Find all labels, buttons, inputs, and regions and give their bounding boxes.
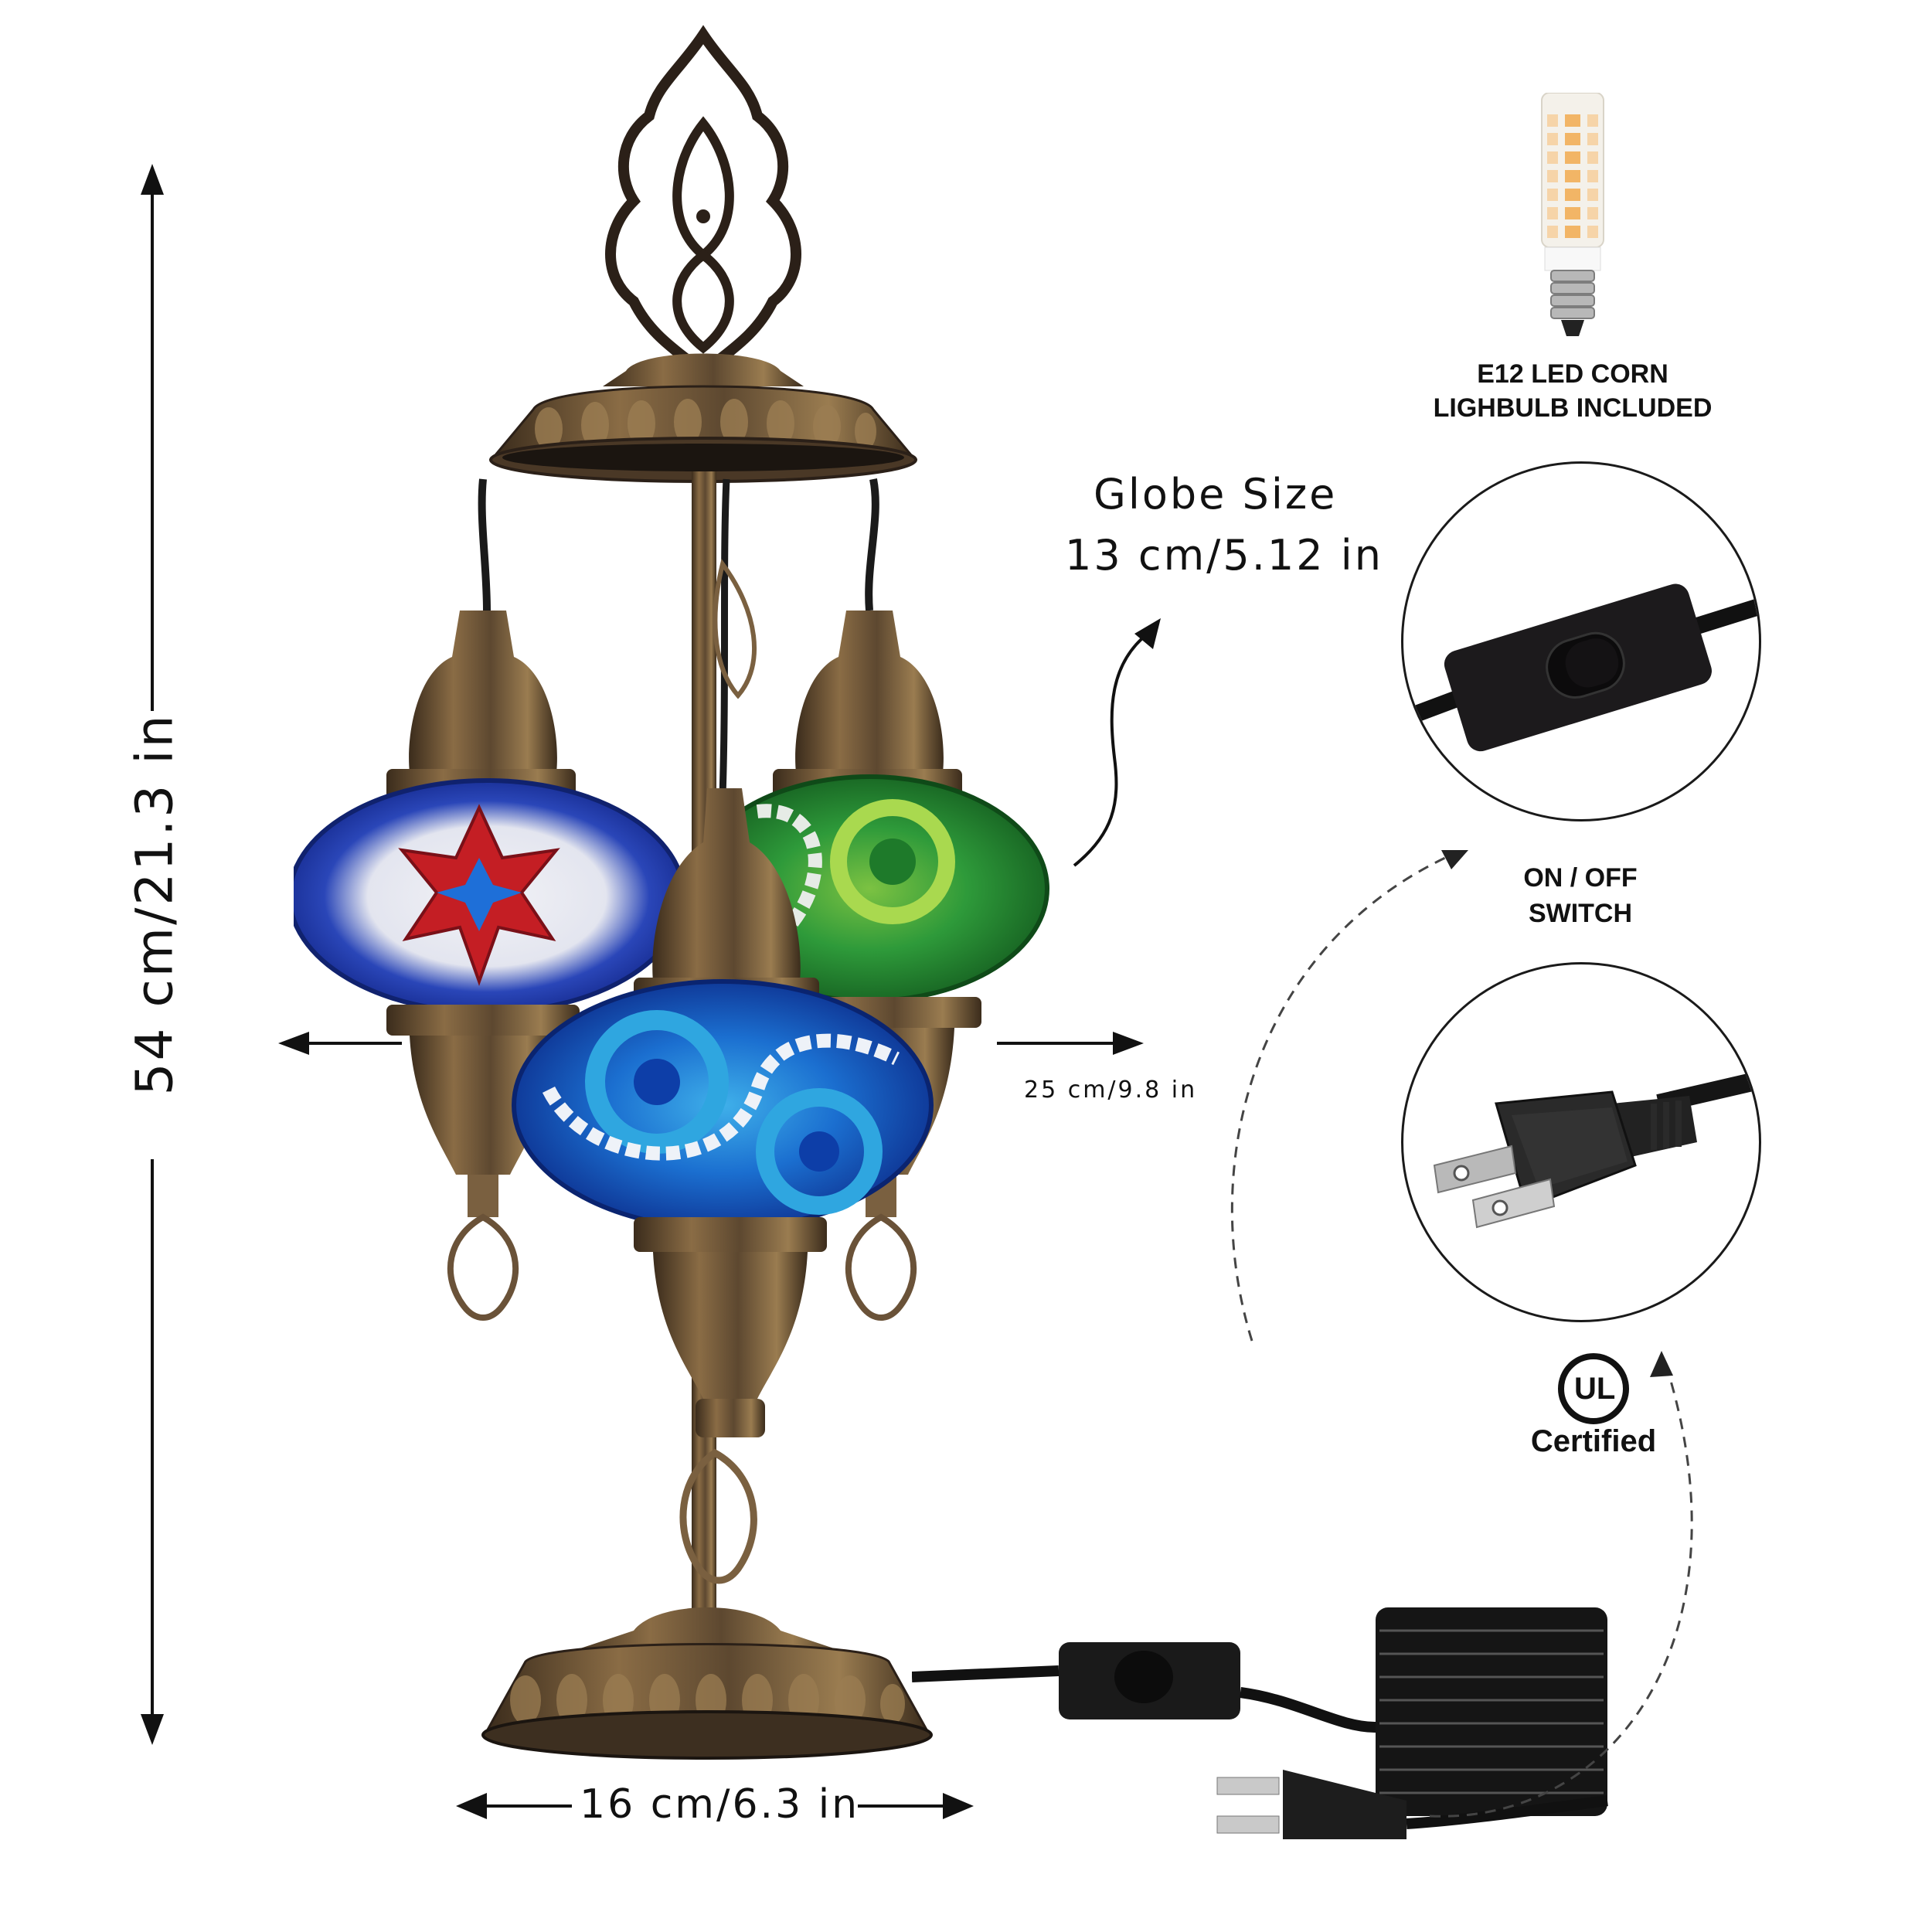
width-arrow-icon — [278, 1032, 1144, 1055]
switch-label-line2: SWITCH — [1528, 899, 1633, 928]
curved-arrow-icon — [1073, 618, 1161, 867]
base-arrow-icon — [456, 1793, 974, 1819]
certified-label: Certified — [1530, 1424, 1657, 1458]
switch-callout — [1401, 461, 1761, 821]
bulb-label-line1: E12 LED CORN — [1477, 359, 1668, 389]
center-globe — [512, 788, 934, 1584]
ul-mark: UL — [1557, 1352, 1631, 1426]
dashed-arrow-to-switch — [1221, 842, 1492, 1345]
base-label: 16 cm/6.3 in — [580, 1781, 860, 1828]
inline-rocker-switch-icon — [1403, 583, 1759, 752]
plug-callout — [1401, 962, 1761, 1322]
two-prong-us-plug-icon — [1433, 1071, 1759, 1229]
height-dimension — [116, 155, 193, 1754]
plug-body — [1283, 1770, 1406, 1839]
ul-certified-icon: UL — [1558, 1353, 1629, 1424]
dashed-curve-arrow-icon — [1429, 1351, 1693, 1818]
dashed-arrow-to-plug — [1414, 1345, 1762, 1847]
canopy — [489, 353, 917, 483]
left-globe — [294, 611, 686, 1321]
base-dimension — [456, 1787, 974, 1825]
globe-size-value: 13 cm/5.12 in — [1065, 531, 1383, 580]
dashed-curve-arrow-icon — [1230, 850, 1468, 1342]
coiled-cord — [1376, 1607, 1607, 1816]
product-image-cord — [912, 1337, 1839, 1839]
svg-text:UL: UL — [1574, 1372, 1615, 1406]
finial-ornament-icon — [605, 25, 801, 402]
width-dimension — [278, 1024, 1144, 1063]
width-label: 25 cm/9.8 in — [1024, 1077, 1198, 1104]
bulb-image — [1534, 93, 1611, 348]
height-arrow-icon — [141, 164, 164, 1745]
globe-size-title: Globe Size — [1094, 470, 1338, 519]
product-image-lamp — [294, 23, 1113, 1785]
globe-size-pointer — [1066, 603, 1175, 873]
lamp-base — [481, 1607, 933, 1760]
height-label: 54 cm/21.3 in — [124, 713, 185, 1096]
switch-label-line1: ON / OFF — [1523, 863, 1638, 893]
led-corn-bulb-icon — [1541, 93, 1604, 336]
bulb-label-line2: LIGHBULB INCLUDED — [1433, 393, 1713, 423]
